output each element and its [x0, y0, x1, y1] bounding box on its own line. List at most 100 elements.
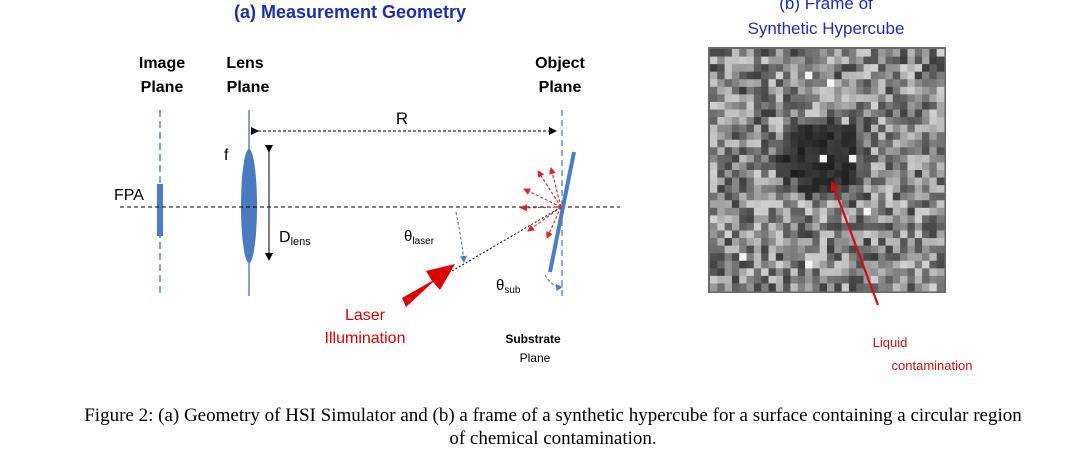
noise-pixel — [856, 215, 864, 224]
noise-pixel — [914, 124, 923, 133]
noise-pixel — [892, 64, 901, 73]
noise-pixel — [922, 139, 930, 148]
noise-pixel — [834, 215, 843, 224]
noise-pixel — [885, 49, 894, 57]
noise-pixel — [710, 275, 718, 284]
noise-pixel — [717, 275, 726, 284]
noise-pixel — [761, 94, 769, 103]
noise-pixel — [746, 101, 755, 110]
noise-pixel — [870, 154, 879, 163]
noise-pixel — [775, 94, 784, 103]
noise-pixel — [885, 260, 894, 269]
noise-pixel — [805, 109, 813, 118]
noise-pixel — [731, 101, 740, 110]
noise-pixel — [812, 109, 821, 118]
noise-pixel — [885, 222, 894, 231]
noise-pixel — [783, 162, 791, 171]
noise-pixel — [710, 71, 718, 80]
noise-pixel — [863, 132, 872, 141]
noise-pixel — [885, 132, 894, 141]
noise-pixel — [870, 124, 879, 133]
noise-pixel — [805, 245, 813, 254]
noise-pixel — [783, 56, 791, 65]
noise-pixel — [922, 238, 930, 247]
noise-pixel — [797, 71, 806, 80]
noise-pixel — [805, 177, 813, 186]
noise-pixel — [724, 260, 733, 269]
noise-pixel — [878, 200, 886, 209]
noise-pixel — [878, 132, 886, 141]
noise-pixel — [797, 154, 806, 163]
noise-pixel — [724, 177, 733, 186]
noise-pixel — [929, 260, 938, 269]
noise-pixel — [739, 162, 747, 171]
noise-pixel — [929, 109, 938, 118]
noise-pixel — [878, 260, 886, 269]
noise-pixel — [834, 154, 843, 163]
noise-pixel — [863, 215, 872, 224]
noise-pixel — [885, 177, 894, 186]
noise-pixel — [892, 79, 901, 88]
theta-sub-arc — [544, 274, 563, 292]
noise-pixel — [936, 139, 945, 148]
noise-pixel — [753, 94, 762, 103]
noise-pixel — [783, 117, 791, 126]
noise-pixel — [914, 117, 923, 126]
noise-pixel — [710, 101, 718, 110]
noise-pixel — [841, 86, 850, 95]
noise-pixel — [731, 207, 740, 216]
noise-pixel — [856, 207, 864, 216]
noise-pixel — [717, 222, 726, 231]
noise-pixel — [768, 185, 777, 194]
noise-pixel — [914, 170, 923, 178]
noise-pixel — [914, 86, 923, 95]
noise-pixel — [739, 94, 747, 103]
noise-pixel — [863, 49, 872, 57]
noise-pixel — [783, 71, 791, 80]
d-lens-label: Dlens — [279, 229, 311, 248]
noise-pixel — [739, 170, 747, 178]
noise-pixel — [783, 207, 791, 216]
noise-pixel — [731, 185, 740, 194]
noise-pixel — [907, 147, 916, 156]
noise-pixel — [739, 207, 747, 216]
noise-pixel — [841, 170, 850, 178]
noise-pixel — [746, 260, 755, 269]
noise-pixel — [936, 117, 945, 126]
noise-pixel — [797, 192, 806, 201]
noise-pixel — [775, 162, 784, 171]
noise-pixel — [761, 64, 769, 73]
noise-pixel — [805, 162, 813, 171]
noise-pixel — [856, 132, 864, 141]
noise-pixel — [922, 154, 930, 163]
noise-pixel — [812, 230, 821, 239]
noise-pixel — [827, 253, 835, 262]
noise-pixel — [819, 56, 828, 65]
noise-pixel — [841, 192, 850, 201]
theta-laser-label: θlaser — [404, 228, 435, 247]
noise-pixel — [761, 101, 769, 110]
noise-pixel — [775, 207, 784, 216]
noise-pixel — [900, 79, 908, 88]
noise-pixel — [746, 56, 755, 65]
noise-pixel — [731, 177, 740, 186]
noise-pixel — [900, 56, 908, 65]
noise-pixel — [885, 154, 894, 163]
noise-pixel — [870, 132, 879, 141]
noise-pixel — [900, 215, 908, 224]
noise-pixel — [907, 192, 916, 201]
noise-pixel — [783, 283, 791, 292]
noise-pixel — [841, 117, 850, 126]
noise-pixel — [885, 139, 894, 148]
noise-pixel — [885, 207, 894, 216]
noise-pixel — [753, 230, 762, 239]
noise-pixel — [724, 283, 733, 292]
noise-pixel — [819, 260, 828, 269]
noise-pixel — [724, 124, 733, 133]
noise-pixel — [870, 79, 879, 88]
noise-pixel — [827, 268, 835, 277]
noise-pixel — [731, 170, 740, 178]
noise-pixel — [936, 49, 945, 57]
noise-pixel — [790, 260, 799, 269]
noise-pixel — [731, 268, 740, 277]
